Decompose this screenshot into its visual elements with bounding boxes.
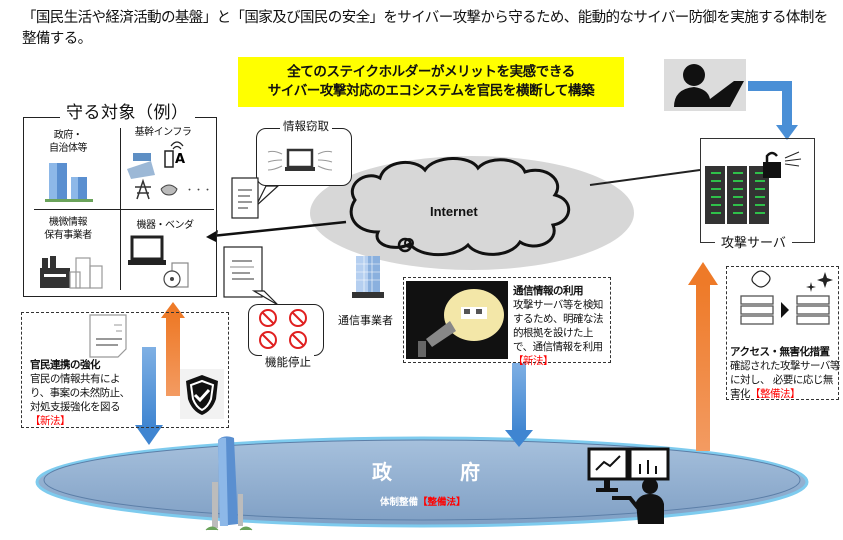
banner-line1: 全てのステイクホルダーがメリットを実感できる — [287, 64, 575, 80]
cell-government-label: 政府・ 自治体等 — [49, 130, 88, 154]
public-private-tag: 【新法】 — [30, 415, 71, 427]
attack-server-label: 攻撃サーバ — [715, 232, 792, 251]
neutralize-servers-icon — [740, 270, 833, 325]
attacker-arrow — [748, 81, 798, 140]
comm-info-title: 通信情報の利用 — [513, 285, 584, 297]
shield-check-icon — [180, 369, 224, 419]
unlocked-padlock-icon — [763, 151, 802, 178]
laptop-leak-icon — [231, 148, 333, 219]
attack-arrowhead — [206, 230, 218, 242]
public-private-box — [21, 312, 229, 428]
public-private-body: 官民の情報共有により、事案の未然防止、対処支援強化を図る — [30, 373, 130, 413]
down-arrow-middle — [505, 362, 533, 447]
government-tower-icon — [205, 436, 253, 531]
prohibited-icons — [259, 309, 307, 349]
attack-arrow-line — [211, 220, 347, 238]
up-arrow-right — [688, 262, 718, 451]
up-arrow-left — [161, 302, 185, 396]
banner: 全てのステイクホルダーがメリットを実感できる サイバー攻撃対応のエコシステムを官… — [238, 57, 624, 107]
intro-text: 「国民生活や経済活動の基盤」と「国家及び国民の安全」をサイバー攻撃から守るため、… — [22, 10, 828, 47]
infrastructure-icons: A ・・・ — [127, 141, 212, 200]
svg-text:A: A — [175, 152, 185, 167]
comm-info-text: 通信情報の利用 攻撃サーバ等を検知するため、明確な法的根拠を設けた上で、通信情報… — [513, 284, 611, 368]
public-private-text: 官民連携の強化 官民の情報共有により、事案の未然防止、対処支援強化を図る【新法】 — [30, 358, 130, 428]
divider — [34, 209, 214, 210]
scroll-document-icon — [223, 246, 279, 306]
public-private-title: 官民連携の強化 — [30, 359, 101, 371]
government-title: 政 府 — [372, 460, 504, 484]
office-buildings-icon — [45, 163, 93, 202]
building-icon — [352, 256, 384, 298]
neutralize-box — [726, 266, 839, 400]
analyst-monitors-icon — [587, 447, 670, 524]
neutralize-body: 確認された攻撃サーバ等に対し、 必要に応じ無害化 — [730, 360, 840, 400]
searchlight-icon — [406, 281, 508, 359]
function-stop-label: 機能停止 — [262, 354, 314, 370]
cell-vendor-label: 機器・ベンダ — [136, 220, 195, 231]
internet-label: Internet — [430, 204, 478, 219]
comm-info-body: 攻撃サーバ等を検知するため、明確な法的根拠を設けた上で、通信情報を利用 — [513, 299, 604, 353]
server-link-line — [589, 169, 701, 186]
comm-info-tag: 【新法】 — [513, 355, 554, 367]
government-sub: 体制整備【整備法】 — [380, 497, 466, 508]
info-theft-label: 情報窃取 — [280, 118, 332, 134]
svg-text:・・・: ・・・ — [185, 186, 212, 196]
protect-title: 守る対象（例） — [60, 98, 195, 123]
server-rack-icon — [705, 151, 802, 224]
hacker-icon — [664, 59, 746, 111]
factory-icon — [40, 256, 103, 289]
neutralize-tag: 【整備法】 — [750, 388, 801, 400]
neutralize-title: アクセス・無害化措置 — [730, 346, 830, 358]
government-tag: 【整備法】 — [418, 497, 466, 508]
banner-line2: サイバー攻撃対応のエコシステムを官民を横断して構築 — [267, 83, 595, 99]
laptop-icon — [128, 235, 189, 288]
cell-sensitive-label: 機微情報 保有事業者 — [44, 217, 92, 241]
document-icon — [89, 314, 127, 358]
down-arrow-left — [135, 347, 163, 445]
cell-infra-label: 基幹インフラ — [134, 127, 192, 138]
neutralize-text: アクセス・無害化措置 確認された攻撃サーバ等に対し、 必要に応じ無害化【整備法】 — [730, 345, 840, 401]
carrier-label: 通信事業者 — [338, 314, 393, 327]
